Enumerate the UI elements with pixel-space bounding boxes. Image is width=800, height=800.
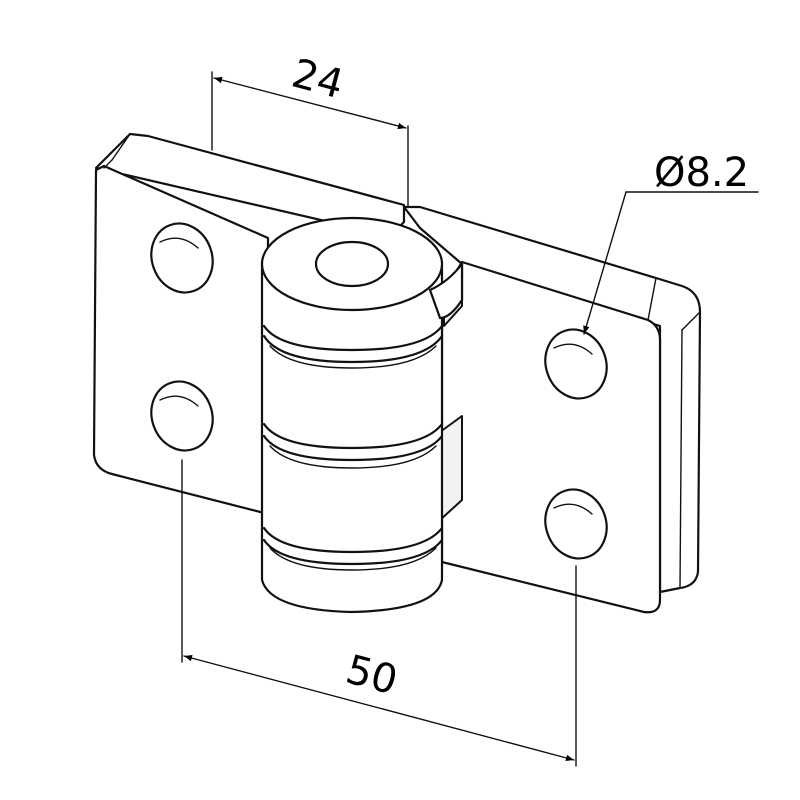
hole-bottom-right <box>544 488 608 560</box>
dimension-24: 24 <box>211 51 409 207</box>
right-leaf-top-edge <box>402 205 702 594</box>
hinge-barrel <box>260 216 464 614</box>
mounting-holes <box>150 222 608 560</box>
barrel-body <box>260 260 444 614</box>
pin-hole <box>314 240 390 288</box>
barrel-cap-tab <box>428 262 464 320</box>
hole-top-left <box>150 222 214 294</box>
left-leaf-face <box>92 164 270 516</box>
barrel-grooves <box>262 324 444 571</box>
dimension-diameter: Ø8.2 <box>583 150 759 335</box>
dimension-label-diameter: Ø8.2 <box>654 150 749 196</box>
hole-top-right <box>544 328 608 400</box>
leader-line <box>583 191 627 335</box>
dimension-label-50: 50 <box>341 647 402 705</box>
right-leaf-face <box>440 260 662 614</box>
right-leaf <box>402 205 702 614</box>
dimension-line-50 <box>183 654 575 762</box>
dimension-line-24 <box>213 76 407 130</box>
hole-bottom-left <box>150 380 214 452</box>
